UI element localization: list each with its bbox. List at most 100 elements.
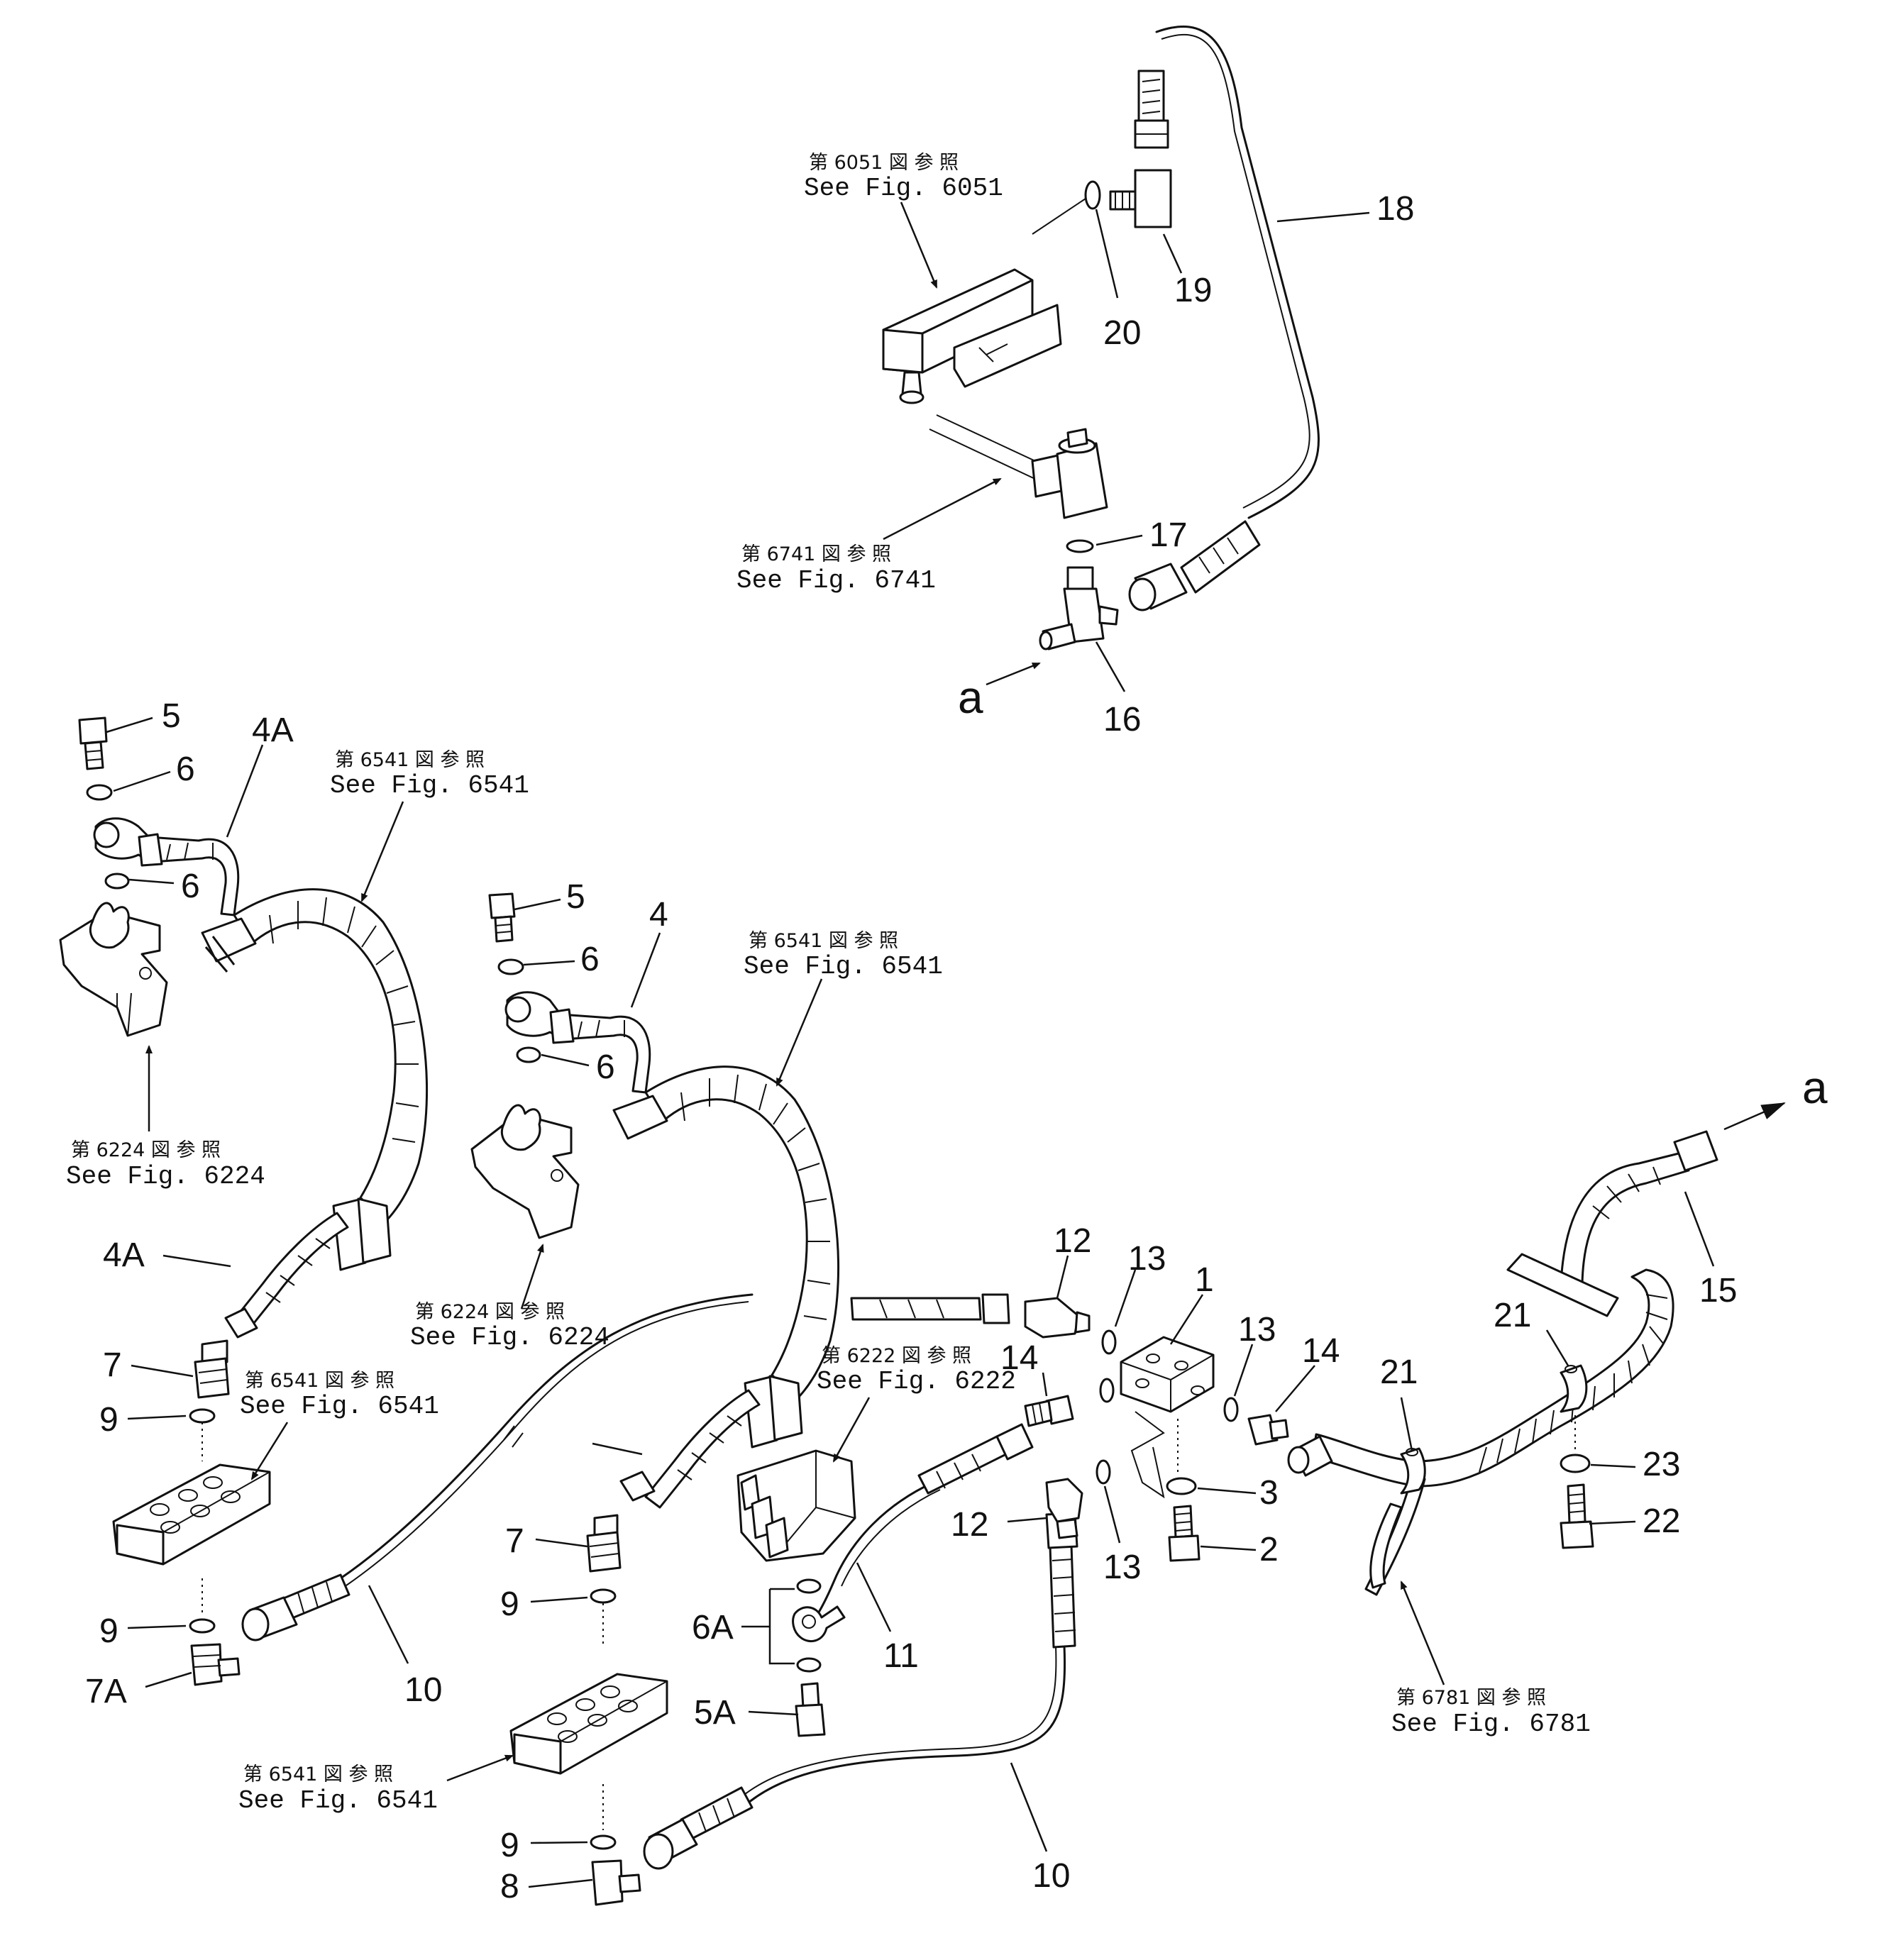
label-3: 3 (1259, 1474, 1279, 1512)
leader-lines (106, 201, 1786, 1888)
label-2: 2 (1259, 1531, 1279, 1568)
o-ring-9-mid-b (590, 1834, 617, 1850)
block-6541-mid (509, 1673, 668, 1775)
svg-text:See Fig. 6224: See Fig. 6224 (410, 1323, 609, 1352)
bolt-22 (1560, 1483, 1594, 1549)
label-13-right: 13 (1238, 1311, 1276, 1349)
figure-references: 第 6051 図 参 照 See Fig. 6051 第 6741 図 参 照 … (66, 152, 1591, 1815)
label-5A: 5A (694, 1694, 736, 1732)
hose-18 (1155, 25, 1320, 519)
middle-assembly (470, 892, 840, 1906)
connection-mark-a-inlet: a (958, 672, 983, 723)
valve-6222 (736, 1449, 856, 1562)
svg-text:第 6224 図 参 照: 第 6224 図 参 照 (71, 1139, 221, 1161)
label-11: 11 (883, 1637, 919, 1675)
label-1: 1 (1195, 1261, 1214, 1299)
label-9-left-a: 9 (99, 1401, 118, 1439)
part-number-labels: 1 2 3 4 4A 4A 5 5 5A 6 6 6 6 6A 7 7 7A 8… (85, 190, 1737, 1905)
elbow-fitting-19 (1109, 169, 1172, 228)
hoses-10 (241, 1293, 1078, 1870)
o-ring-20 (1084, 180, 1101, 210)
fitting-7-mid (586, 1514, 622, 1573)
bolt-2 (1168, 1505, 1201, 1562)
svg-text:第 6541 図 参 照: 第 6541 図 参 照 (245, 1370, 394, 1392)
junction-block-1 (1120, 1336, 1215, 1413)
o-ring-13-c (1223, 1397, 1239, 1422)
right-hose-group (1287, 1130, 1718, 1596)
fig-ref-6224-mid: 第 6224 図 参 照 See Fig. 6224 (410, 1301, 609, 1352)
o-ring-17 (1066, 539, 1094, 553)
pressure-switch (929, 414, 1108, 519)
label-22: 22 (1643, 1502, 1680, 1540)
o-ring-13-d (1095, 1459, 1111, 1485)
label-5-mid: 5 (566, 878, 585, 916)
svg-text:See Fig. 6741: See Fig. 6741 (736, 566, 936, 595)
hose-18-inner (1161, 33, 1310, 509)
valve-6224-mid (470, 1104, 580, 1239)
hose-11 (815, 1481, 934, 1619)
label-4: 4 (649, 896, 668, 934)
label-9-mid-a: 9 (500, 1585, 519, 1623)
svg-text:第 6222 図 参 照: 第 6222 図 参 照 (822, 1345, 971, 1367)
svg-text:See Fig. 6541: See Fig. 6541 (330, 771, 529, 800)
fitting-7-left (194, 1339, 230, 1399)
label-8: 8 (500, 1868, 519, 1905)
label-4A-lower: 4A (103, 1236, 145, 1274)
elbow-12-upper (1024, 1297, 1091, 1339)
washer-3 (1166, 1477, 1197, 1495)
svg-text:第 6781 図 参 照: 第 6781 図 参 照 (1396, 1687, 1546, 1709)
svg-text:See Fig. 6051: See Fig. 6051 (804, 174, 1003, 203)
label-6-mid-a: 6 (580, 941, 600, 978)
label-16: 16 (1103, 701, 1141, 738)
hose-10-left (339, 1293, 754, 1580)
label-5-left: 5 (162, 697, 181, 735)
svg-text:第 6541 図 参 照: 第 6541 図 参 照 (749, 930, 898, 952)
label-4A-top: 4A (252, 712, 294, 749)
label-17: 17 (1149, 516, 1187, 554)
label-21-right: 21 (1494, 1297, 1531, 1334)
o-ring-6-mid-b (516, 1046, 541, 1063)
svg-text:See Fig. 6541: See Fig. 6541 (240, 1392, 439, 1421)
fig-ref-6781: 第 6781 図 参 照 See Fig. 6781 (1391, 1687, 1591, 1739)
fitting-5-left (78, 716, 108, 770)
fitting-5A (795, 1682, 826, 1737)
hose-18-top-fitting (1134, 70, 1169, 149)
o-ring-6-left-b (104, 873, 130, 890)
label-9-left-b: 9 (99, 1612, 118, 1650)
label-9-mid-b: 9 (500, 1827, 519, 1864)
elbow-8 (591, 1859, 641, 1906)
fitting-14-right (1247, 1414, 1289, 1446)
o-ring-9-left-b (189, 1618, 216, 1634)
o-ring-6-mid-a (497, 958, 524, 975)
label-14-left: 14 (1000, 1339, 1038, 1377)
label-7-left: 7 (103, 1346, 122, 1384)
svg-text:See Fig. 6781: See Fig. 6781 (1391, 1710, 1591, 1739)
svg-text:第 6051 図 参 照: 第 6051 図 参 照 (809, 152, 959, 174)
label-23: 23 (1643, 1446, 1680, 1483)
o-ring-13-b (1099, 1378, 1115, 1403)
elbow-12-lower (1045, 1478, 1083, 1539)
label-18: 18 (1376, 190, 1414, 228)
o-ring-9-mid-a (590, 1588, 617, 1604)
center-block-group (815, 1293, 1289, 1619)
hose-15 (1311, 1268, 1674, 1488)
label-6A: 6A (692, 1609, 734, 1646)
label-20: 20 (1103, 314, 1141, 352)
fitting-14-left (1024, 1395, 1074, 1427)
solenoid-valve-block (882, 268, 1062, 404)
svg-text:第 6741 図 参 照: 第 6741 図 参 照 (741, 543, 891, 565)
label-10-left: 10 (404, 1671, 442, 1709)
washer-23 (1560, 1454, 1591, 1473)
label-14-right: 14 (1302, 1332, 1340, 1370)
label-6-mid-b: 6 (596, 1048, 615, 1086)
harness-6541-mid (612, 1065, 840, 1449)
svg-text:See Fig. 6541: See Fig. 6541 (238, 1786, 438, 1815)
tee-fitting-16 (1039, 566, 1119, 650)
o-ring-9-left-a (189, 1408, 216, 1424)
label-12-upper: 12 (1054, 1222, 1091, 1260)
svg-text:第 6541 図 参 照: 第 6541 図 参 照 (243, 1764, 393, 1785)
hose-18-bottom-fitting (1128, 520, 1261, 611)
label-13-lower: 13 (1103, 1549, 1141, 1586)
label-15: 15 (1699, 1272, 1737, 1310)
